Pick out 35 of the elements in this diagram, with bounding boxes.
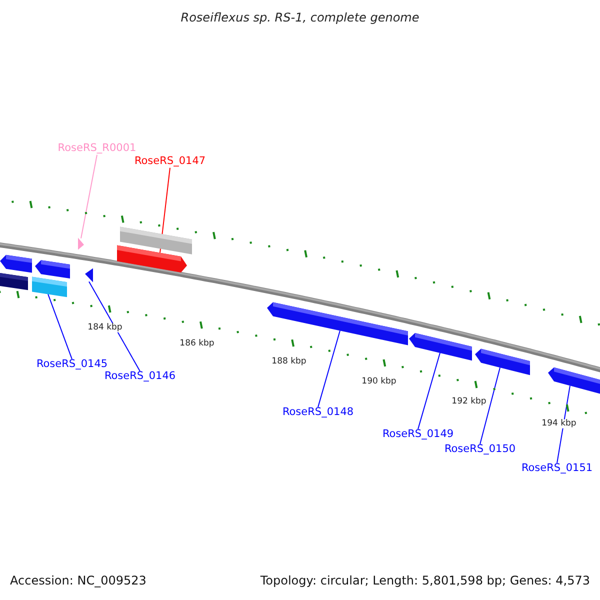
gene-label: RoseRS_R0001 <box>58 143 136 155</box>
gene-feature <box>0 254 32 273</box>
gene-feature <box>0 273 28 290</box>
leader-line <box>480 367 500 445</box>
leader-line <box>318 330 340 408</box>
leader-line <box>88 281 140 372</box>
gene-label: RoseRS_0148 <box>282 407 354 419</box>
gene-feature <box>475 348 530 376</box>
gene-feature <box>85 268 93 282</box>
gene-feature <box>32 276 67 298</box>
leader-line <box>80 154 98 239</box>
gene-feature <box>35 260 70 278</box>
tick-label: 190 kbp <box>360 377 398 387</box>
gene-feature <box>78 238 84 250</box>
leader-line <box>418 352 440 430</box>
gene-label: RoseRS_0149 <box>382 429 454 441</box>
leader-line <box>48 294 72 360</box>
gene-label: RoseRS_0145 <box>36 359 108 371</box>
gene-label: RoseRS_0150 <box>444 444 516 456</box>
gene-feature <box>548 367 600 396</box>
gene-feature <box>409 333 472 361</box>
leader-line <box>556 385 570 464</box>
tick-label: 188 kbp <box>270 357 308 367</box>
gene-feature <box>120 226 192 254</box>
accession-text: Accession: NC_009523 <box>10 574 146 588</box>
tick-label: 192 kbp <box>450 397 488 407</box>
gene-feature <box>267 302 408 346</box>
tick-label: 194 kbp <box>540 419 578 429</box>
tick-label: 184 kbp <box>86 323 124 333</box>
gene-label: RoseRS_0147 <box>134 156 206 168</box>
gene-label: RoseRS_0146 <box>104 371 176 383</box>
tick-label: 186 kbp <box>178 339 216 349</box>
gene-label: RoseRS_0151 <box>521 463 593 475</box>
title: Roseiflexus sp. RS-1, complete genome <box>180 11 420 25</box>
genome-summary: Topology: circular; Length: 5,801,598 bp; Genes: 4,573 <box>260 574 590 588</box>
